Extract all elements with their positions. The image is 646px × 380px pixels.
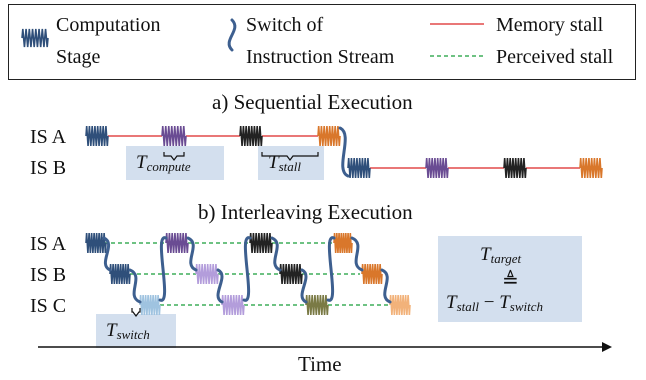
seq-b-stage-2 [425, 157, 449, 179]
seq-switch-a-to-b [338, 126, 350, 178]
int-a-stage-2 [165, 232, 189, 254]
t-compute-box [126, 146, 224, 180]
int-row-label-c: IS C [30, 295, 67, 317]
t-switch-box [96, 314, 176, 348]
t-target-box [438, 236, 582, 322]
int-switch-a-b-1 [102, 236, 112, 272]
seq-a-stage-1 [85, 125, 109, 147]
seq-row-label-b: IS B [30, 157, 67, 179]
time-axis-arrowhead [602, 342, 612, 352]
legend-computation-label-2: Stage [56, 46, 101, 68]
int-switch-a-b-2 [186, 236, 198, 272]
seq-a-stage-4 [317, 125, 341, 147]
int-a-stage-4 [333, 232, 353, 254]
interleaving-title: b) Interleaving Execution [198, 200, 413, 224]
legend-computation-label-1: Computation [56, 14, 161, 36]
time-axis-label: Time [298, 352, 342, 376]
int-c-stage-4 [389, 294, 411, 316]
int-switch-c-a-1 [158, 236, 168, 302]
legend-switch-label-2: Instruction Stream [246, 46, 395, 68]
int-switch-c-a-2 [242, 236, 252, 302]
seq-b-stage-1 [347, 157, 371, 179]
t-stall-brace [261, 152, 319, 161]
int-switch-b-c-3 [300, 268, 308, 304]
seq-row-label-a: IS A [30, 126, 67, 148]
int-switch-b-c-2 [216, 268, 224, 304]
legend-switch-icon [227, 18, 237, 52]
int-switch-a-b-3 [270, 236, 282, 272]
int-a-stage-3 [249, 232, 273, 254]
legend-memory-stall-label: Memory stall [496, 14, 604, 36]
seq-b-stage-3 [503, 157, 527, 179]
int-b-stage-1 [109, 263, 131, 285]
seq-a-stage-3 [239, 125, 263, 147]
legend-box [8, 4, 636, 80]
t-switch-label: Tswitch [106, 320, 150, 342]
int-b-stage-3 [279, 263, 303, 285]
t-compute-label: Tcompute [136, 152, 191, 174]
legend-switch-label-1: Switch of [246, 14, 324, 36]
t-stall-label: Tstall [268, 152, 301, 174]
int-switch-b-c-4 [380, 268, 392, 304]
int-row-label-b: IS B [30, 264, 67, 286]
int-switch-b-c-1 [128, 268, 142, 304]
t-switch-brace [131, 308, 141, 317]
int-b-stage-2 [195, 263, 219, 285]
seq-a-stage-2 [161, 125, 187, 147]
int-c-stage-1 [139, 294, 161, 316]
sequential-title: a) Sequential Execution [212, 90, 413, 114]
int-c-stage-3 [305, 294, 329, 316]
int-switch-c-a-3 [326, 236, 336, 302]
legend-perceived-stall-label: Perceived stall [496, 46, 614, 68]
t-target-label: Ttarget [480, 244, 522, 266]
int-row-label-a: IS A [30, 233, 67, 255]
define-equal-symbol: ≜ [502, 270, 519, 292]
legend-computation-icon [21, 28, 49, 48]
t-compute-brace [163, 152, 185, 161]
t-stall-box [258, 146, 324, 180]
int-c-stage-2 [221, 294, 245, 316]
int-b-stage-4 [361, 263, 383, 285]
t-target-expression: Tstall − Tswitch [446, 292, 544, 314]
int-a-stage-1 [85, 232, 107, 254]
int-switch-a-b-4 [350, 236, 364, 272]
seq-b-stage-4 [579, 157, 603, 179]
